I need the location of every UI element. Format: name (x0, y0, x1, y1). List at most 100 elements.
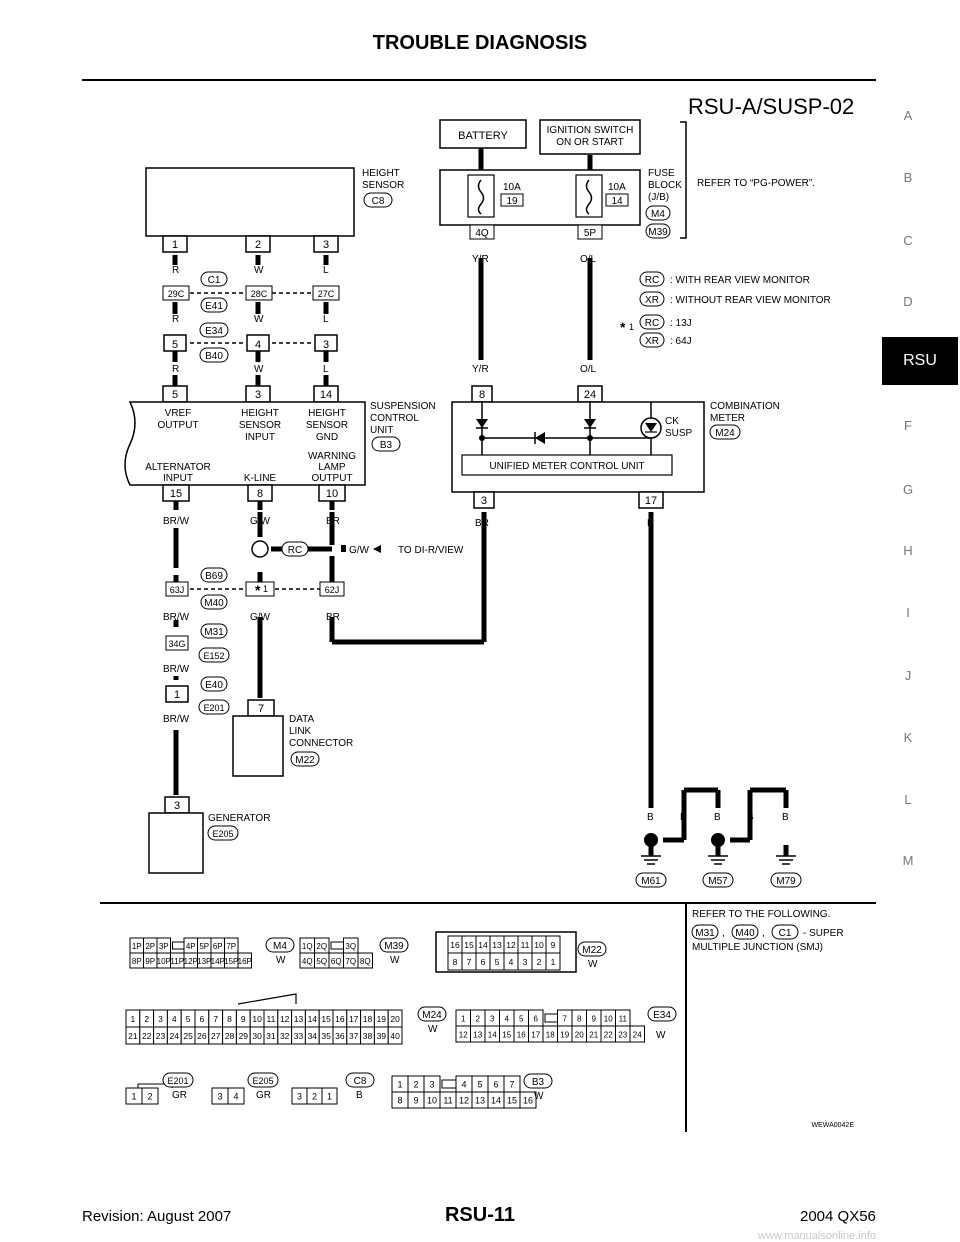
svg-text:LINK: LINK (289, 726, 312, 737)
ground-symbols (641, 855, 796, 865)
footer-page: RSU-11 (444, 1204, 516, 1226)
svg-text:C8: C8 (354, 1076, 367, 1087)
connector-pin-label: 18 (363, 1014, 373, 1024)
connector-pin-label: 4 (509, 957, 514, 967)
svg-text:3: 3 (481, 495, 487, 507)
section-tab-l[interactable]: L (904, 792, 912, 807)
connector-pin-label: 2Q (316, 942, 327, 951)
su-bottom-pins: 15 8 10 (162, 484, 346, 502)
svg-text:E152: E152 (203, 651, 224, 661)
connector-pin-label: 31 (266, 1031, 276, 1041)
conn-b3-tag: B3 (380, 440, 393, 451)
svg-text:: WITHOUT REAR VIEW MONITOR: : WITHOUT REAR VIEW MONITOR (670, 295, 831, 306)
svg-text:W: W (428, 1024, 438, 1035)
svg-text:: 13J: : 13J (670, 318, 692, 329)
svg-text:RC: RC (288, 545, 302, 556)
svg-text:GND: GND (316, 432, 338, 443)
svg-text:HEIGHT: HEIGHT (308, 408, 346, 419)
svg-text:XR: XR (645, 336, 659, 347)
connector-pin-label: 15 (464, 940, 474, 950)
svg-text:5: 5 (172, 339, 178, 351)
connector-pin-label: 9 (413, 1096, 418, 1106)
svg-text:M31: M31 (204, 627, 224, 638)
svg-text:: 64J: : 64J (670, 336, 692, 347)
svg-text:LAMP: LAMP (318, 462, 346, 473)
svg-text:E201: E201 (167, 1076, 188, 1086)
section-tab-m[interactable]: M (902, 853, 914, 868)
connector-pin-label: 4Q (302, 957, 313, 966)
connector-pin-label: 10 (604, 1015, 613, 1024)
connector-pin-label: 1P (132, 942, 142, 951)
su-label-2: CONTROL (370, 413, 419, 424)
connector-pin-label: 7 (213, 1014, 218, 1024)
connector-pin-label: 1 (397, 1080, 402, 1090)
ground-m79: M79 (776, 876, 796, 887)
svg-text:B: B (747, 812, 754, 823)
svg-text:27C: 27C (318, 289, 335, 299)
svg-text:BR: BR (326, 612, 340, 623)
connector-pin-label: 16 (335, 1014, 345, 1024)
svg-text:E40: E40 (205, 680, 223, 691)
svg-text:1: 1 (263, 584, 268, 594)
svg-text:1: 1 (174, 689, 180, 701)
connector-pin-label: 14 (308, 1014, 318, 1024)
svg-text:METER: METER (710, 413, 745, 424)
svg-text:2: 2 (255, 239, 261, 251)
svg-text:W: W (534, 1091, 544, 1102)
svg-text:CONNECTOR: CONNECTOR (289, 738, 353, 749)
connector-pin-label: 16 (517, 1031, 526, 1040)
svg-text:XR: XR (645, 295, 659, 306)
connector-pin-label: 12 (280, 1014, 290, 1024)
svg-text:10: 10 (326, 488, 338, 500)
section-tab-b[interactable]: B (903, 170, 913, 185)
page-title: TROUBLE DIAGNOSIS (372, 32, 588, 54)
section-tab-k[interactable]: K (903, 730, 913, 745)
su-top-pins: 5 3 14 (162, 385, 339, 403)
section-tab-rsu[interactable]: RSU (882, 337, 958, 385)
height-sensor-pins: 1 2 3 (162, 235, 339, 253)
wire-ol-top: O/L (580, 254, 597, 265)
section-tab-f[interactable]: F (904, 418, 912, 433)
connector-pin-label: 3P (159, 942, 169, 951)
section-tab-i[interactable]: I (906, 605, 910, 620)
svg-text:1: 1 (629, 322, 634, 332)
connector-pin-label: 3 (429, 1080, 434, 1090)
connector-pin-label: 18 (546, 1031, 555, 1040)
connector-pin-label: 1 (551, 957, 556, 967)
connector-pin-label: 5 (477, 1080, 482, 1090)
conn-c8-tag: C8 (372, 196, 385, 207)
wire-yr-top: Y/R (472, 254, 489, 265)
section-tab-d[interactable]: D (903, 294, 913, 309)
section-tab-h[interactable]: H (903, 543, 913, 558)
section-tab-c[interactable]: C (903, 233, 913, 248)
battery-label: BATTERY (458, 130, 508, 142)
connector-pin-label: 17 (349, 1014, 359, 1024)
svg-text:W: W (254, 314, 264, 325)
suspension-unit-box (124, 401, 366, 486)
connector-pin-label: 6 (200, 1014, 205, 1024)
section-tab-j[interactable]: J (904, 668, 912, 683)
connector-pin-label: 12 (506, 940, 516, 950)
su-label-1: SUSPENSION (370, 401, 436, 412)
svg-text:M22: M22 (582, 945, 602, 956)
connector-pin-label: 14 (491, 1096, 501, 1106)
connector-pin-label: 6 (534, 1015, 539, 1024)
svg-text:14: 14 (320, 389, 332, 401)
svg-text:B3: B3 (532, 1077, 545, 1088)
connector-pin-label: 9P (145, 957, 155, 966)
connector-pin-label: 3 (490, 1015, 495, 1024)
connector-pin-label: 1 (131, 1092, 136, 1102)
connector-pin-label: 12 (459, 1096, 469, 1106)
svg-text:L: L (323, 364, 329, 375)
connector-pin-label: 23 (156, 1031, 166, 1041)
connector-pin-label: 13 (473, 1031, 482, 1040)
section-tab-g[interactable]: G (902, 482, 914, 497)
ignition-label-2: ON OR START (556, 137, 623, 148)
svg-text:SUSP: SUSP (665, 428, 693, 439)
svg-text:DATA: DATA (289, 714, 315, 725)
svg-text:4: 4 (255, 339, 261, 351)
section-tab-a[interactable]: A (903, 108, 913, 123)
